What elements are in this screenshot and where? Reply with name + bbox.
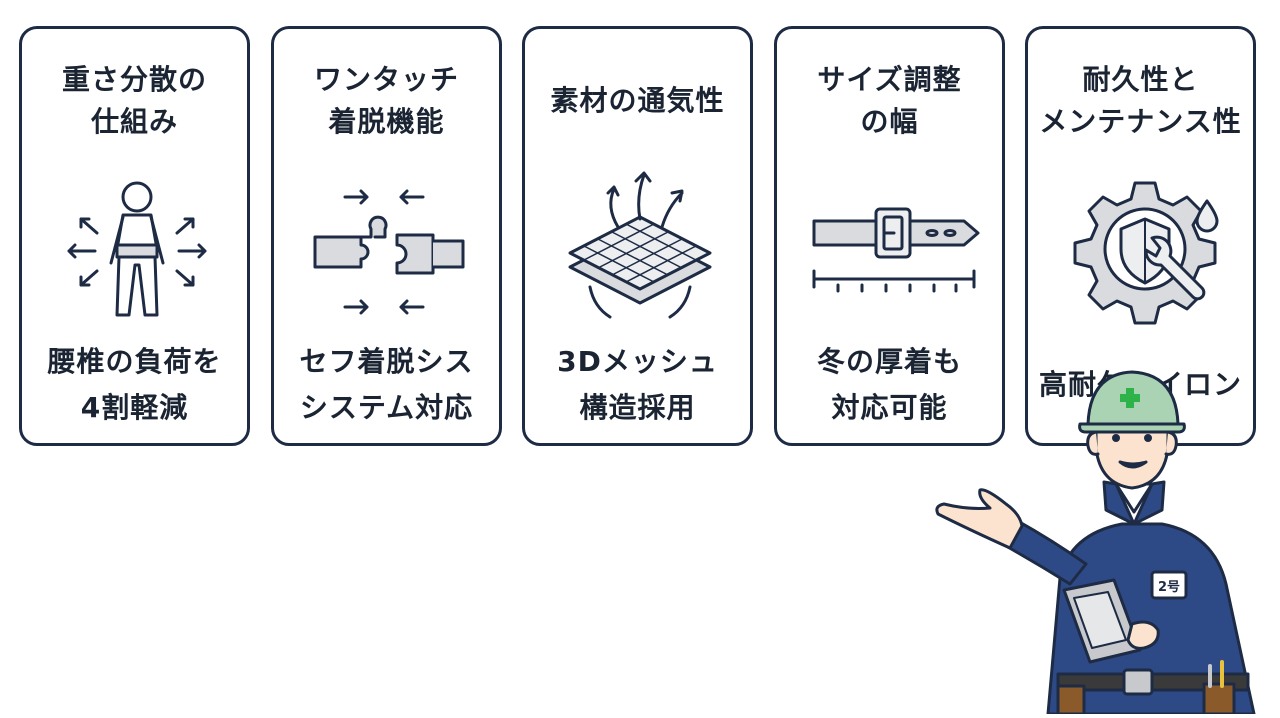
card-description: 冬の厚着も 対応可能 [816, 345, 962, 424]
gear-shield-wrench-icon [1043, 157, 1243, 337]
card-title: 耐久性と メンテナンス性 [1039, 63, 1242, 138]
card-title: 重さ分散の 仕組み [61, 63, 207, 138]
card-title: 素材の通気性 [550, 84, 725, 117]
feature-card-size-adjust: サイズ調整 の幅 冬の厚着も 対応可能 [774, 26, 1005, 446]
feature-card-breathability: 素材の通気性 3Dメッシュ 構造採用 [522, 26, 753, 446]
feature-cards: 重さ分散の 仕組み 腰椎の負荷を 4割軽減 ワンタッチ 着脱機能 [19, 26, 1256, 446]
belt-ruler-icon [792, 157, 992, 337]
puzzle-buckle-icon [289, 157, 489, 337]
feature-card-one-touch: ワンタッチ 着脱機能 セフ着脱シス システム対応 [271, 26, 502, 446]
card-description: 3Dメッシュ 構造採用 [557, 345, 718, 424]
card-description: 腰椎の負荷を 4割軽減 [47, 345, 222, 424]
worker-badge-label: 2号 [1158, 580, 1180, 595]
card-title: ワンタッチ 着脱機能 [313, 63, 459, 138]
construction-worker-illustration: 2号 [928, 362, 1280, 716]
card-title: サイズ調整 の幅 [817, 63, 962, 138]
feature-card-weight-distribution: 重さ分散の 仕組み 腰椎の負荷を 4割軽減 [19, 26, 250, 446]
person-weight-distribution-icon [37, 157, 237, 337]
card-description: セフ着脱シス システム対応 [299, 345, 474, 424]
breathable-mesh-icon [540, 157, 740, 337]
